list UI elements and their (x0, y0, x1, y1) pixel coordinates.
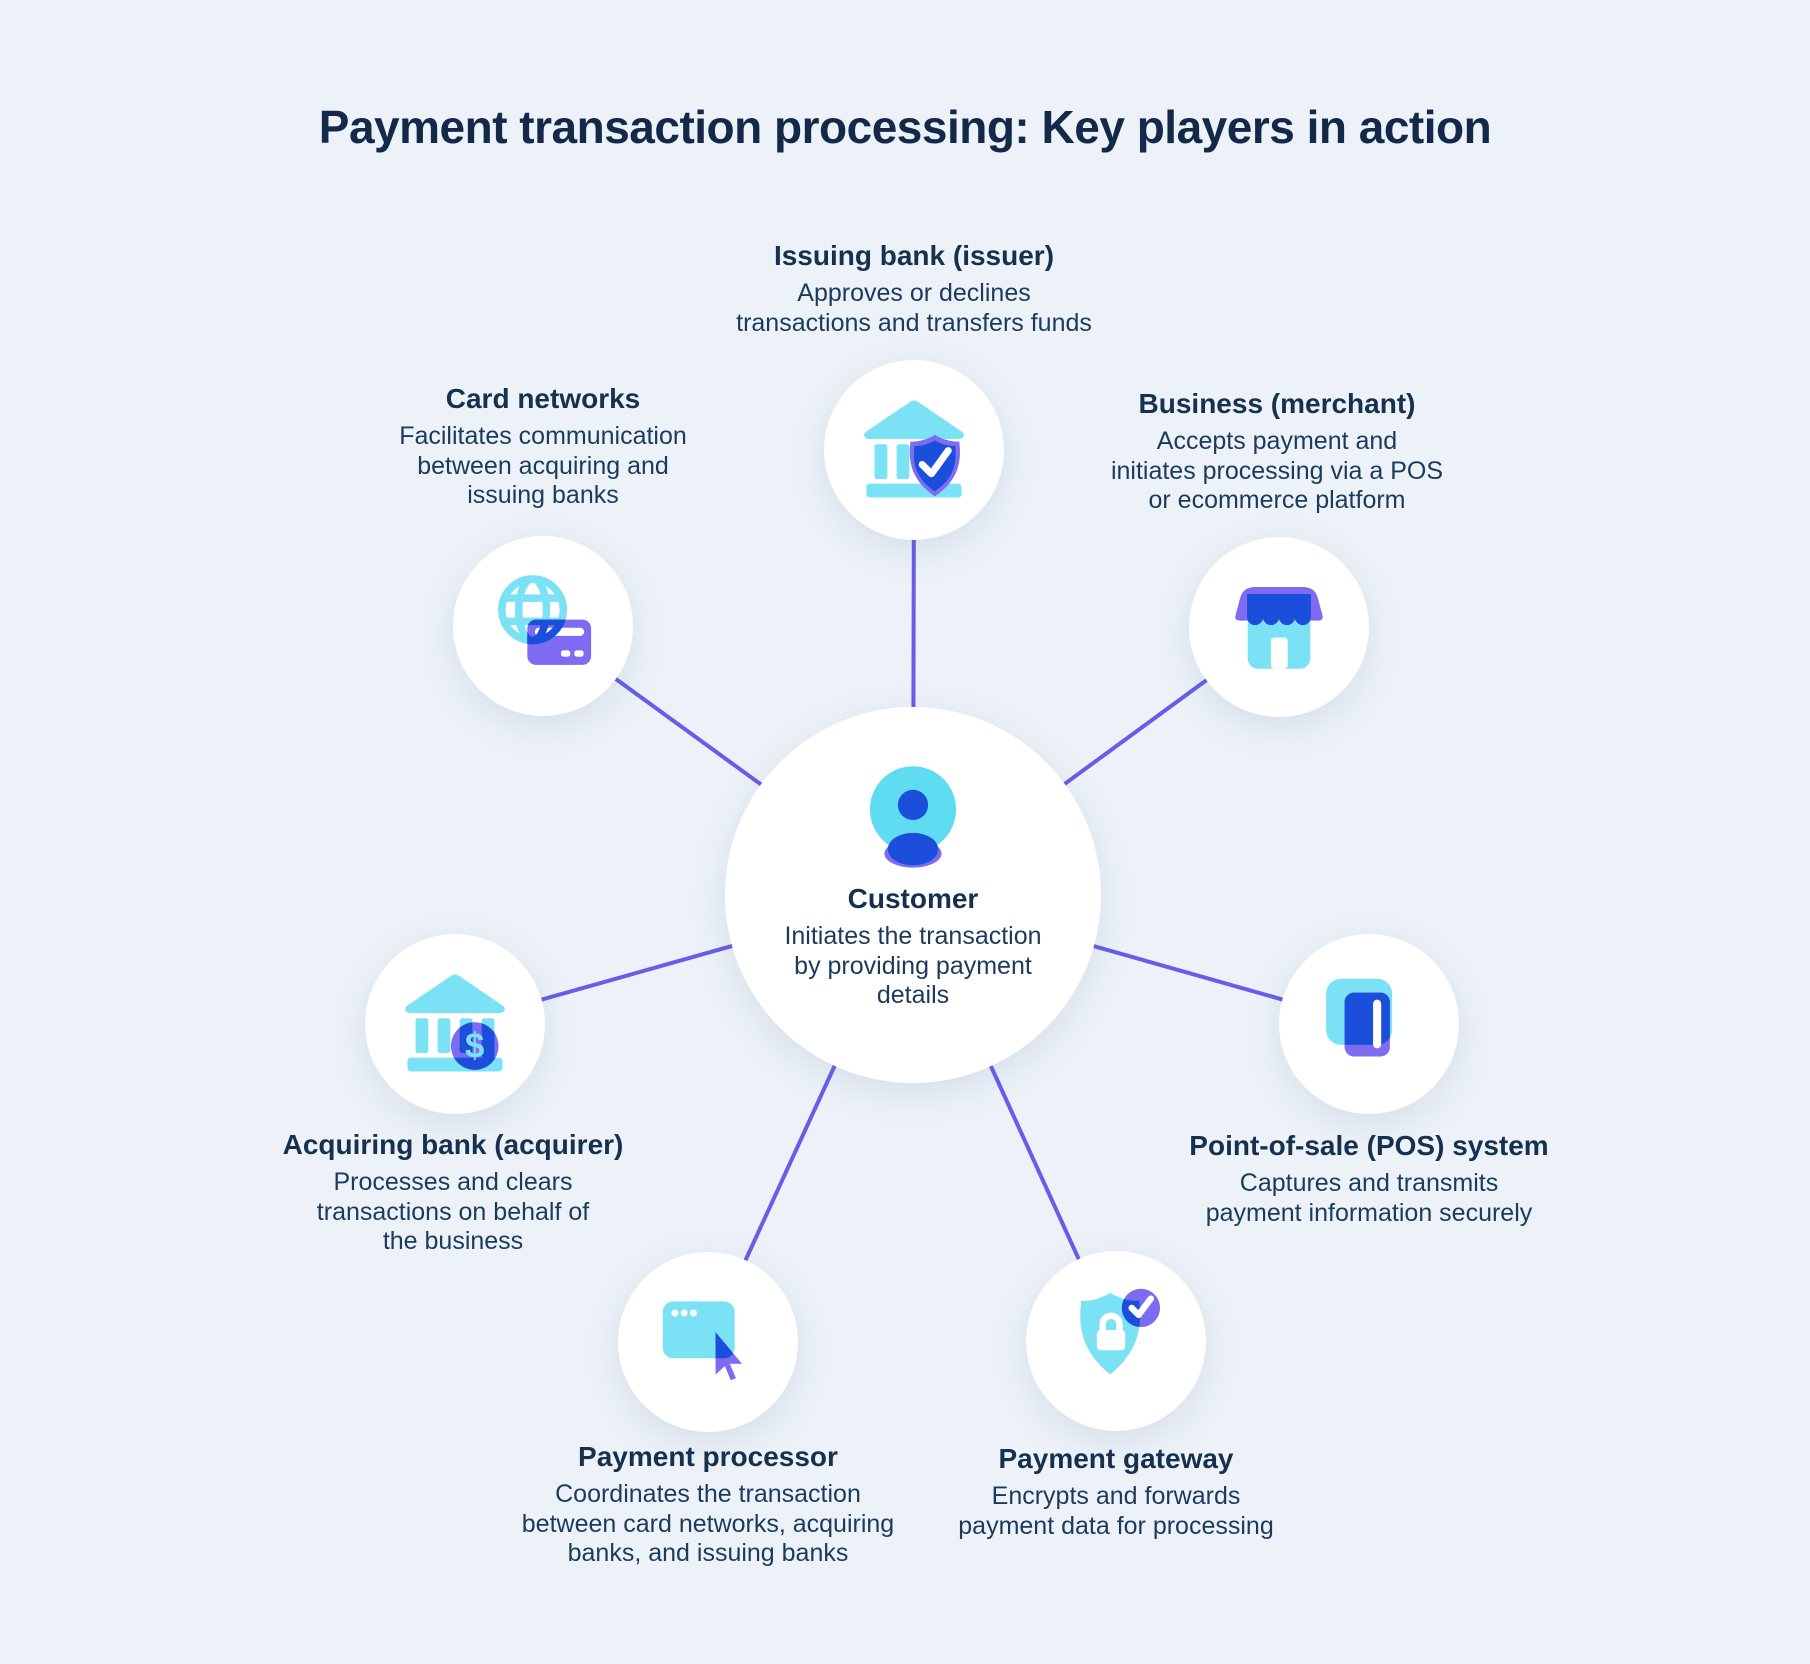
browser-cursor-icon (662, 1301, 742, 1381)
shield-lock-check-icon (1080, 1288, 1161, 1375)
card-networks-description: Facilitates communication between acquir… (399, 422, 687, 509)
customer-node: Customer Initiates the transaction by pr… (725, 707, 1101, 1083)
customer-label: Customer (847, 883, 979, 914)
business-merchant-node (1189, 537, 1369, 717)
person-icon (869, 766, 957, 868)
pos-system-description: Captures and transmits payment informati… (1205, 1169, 1533, 1227)
acquiring-bank-label: Acquiring bank (acquirer) (282, 1129, 624, 1160)
issuing-bank-node (824, 360, 1004, 540)
card-networks-node (453, 536, 633, 716)
pos-system-node (1279, 934, 1459, 1114)
bank-dollar-icon: $ (405, 974, 505, 1072)
acquiring-bank-node: $ (365, 934, 545, 1114)
card-networks-text: Card networks Facilitates communication … (343, 383, 743, 511)
page-title: Payment transaction processing: Key play… (318, 101, 1492, 153)
storefront-icon (1235, 586, 1323, 669)
bank-shield-check-icon (864, 400, 964, 498)
payment-gateway-description: Encrypts and forwards payment data for p… (958, 1482, 1274, 1540)
globe-card-icon (485, 568, 592, 665)
card-networks-label: Card networks (445, 383, 641, 414)
acquiring-bank-description: Processes and clears transactions on beh… (316, 1168, 590, 1255)
payment-gateway-node (1026, 1251, 1206, 1431)
pos-system-label: Point-of-sale (POS) system (1189, 1130, 1549, 1161)
svg-text:$: $ (465, 1027, 484, 1066)
payment-gateway-label: Payment gateway (998, 1443, 1234, 1474)
payment-gateway-text: Payment gateway Encrypts and forwards pa… (916, 1443, 1316, 1541)
business-merchant-text: Business (merchant) Accepts payment and … (1067, 388, 1487, 516)
pos-system-text: Point-of-sale (POS) system Captures and … (1149, 1130, 1589, 1228)
payment-processor-node (618, 1252, 798, 1432)
business-merchant-description: Accepts payment and initiates processing… (1110, 427, 1444, 514)
card-reader-icon (1326, 978, 1393, 1057)
issuing-bank-text: Issuing bank (issuer) Approves or declin… (664, 240, 1164, 338)
customer-description: Initiates the transaction by providing p… (784, 922, 1042, 1009)
business-merchant-label: Business (merchant) (1138, 388, 1416, 419)
payment-processor-text: Payment processor Coordinates the transa… (488, 1441, 928, 1569)
issuing-bank-label: Issuing bank (issuer) (773, 240, 1055, 271)
issuing-bank-description: Approves or declines transactions and tr… (736, 279, 1092, 337)
payment-processor-description: Coordinates the transaction between card… (521, 1480, 895, 1567)
acquiring-bank-text: Acquiring bank (acquirer) Processes and … (253, 1129, 653, 1257)
payment-processor-label: Payment processor (578, 1441, 838, 1472)
